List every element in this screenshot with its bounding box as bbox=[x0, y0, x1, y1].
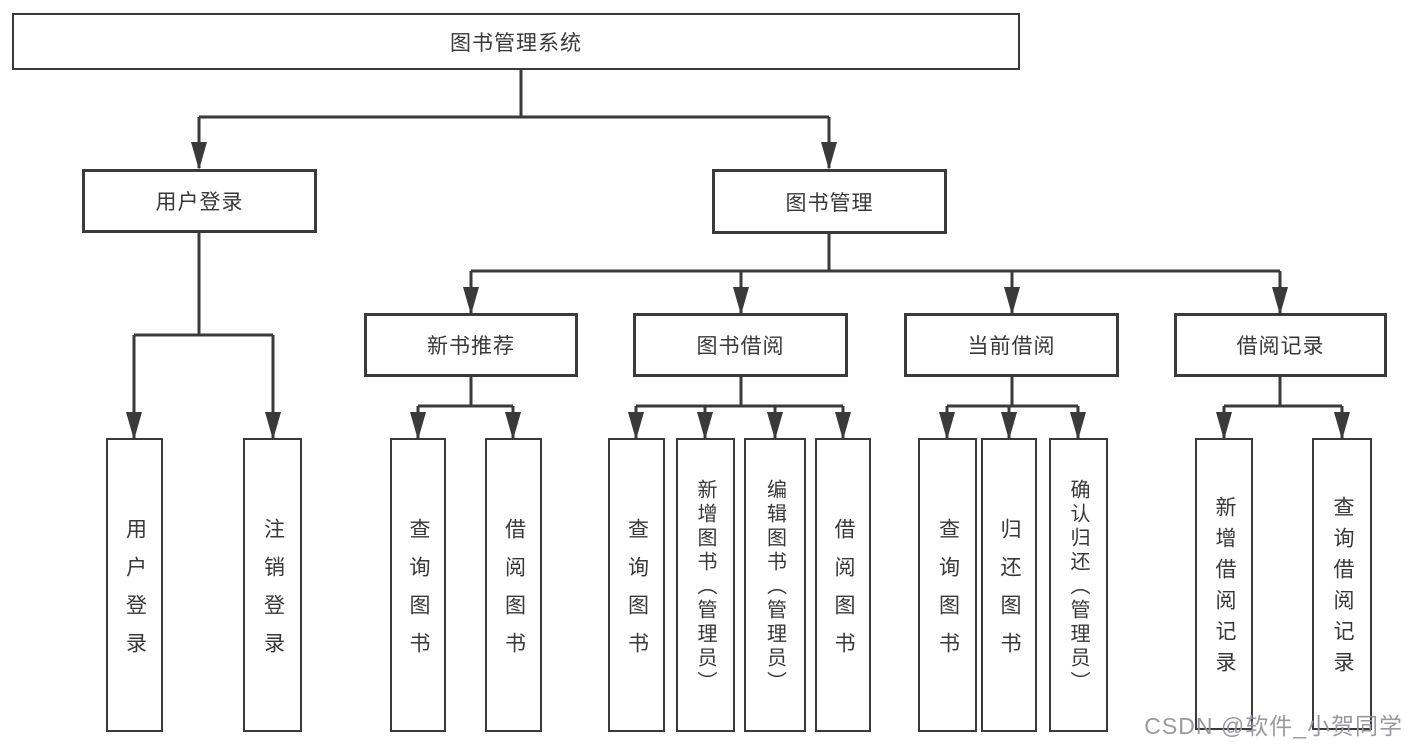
leaf-user-login-label: 用户登录 bbox=[123, 517, 147, 670]
node-book-management: 图书管理 bbox=[712, 169, 947, 234]
leaf-return-books-label: 归还图书 bbox=[998, 517, 1021, 670]
node-new-book-recommend-label: 新书推荐 bbox=[427, 335, 515, 358]
node-current-borrowing-label: 当前借阅 bbox=[967, 335, 1056, 358]
leaf-query-books-current: 查询图书 bbox=[918, 438, 977, 732]
leaf-confirm-return-admin: 确认归还（管理员） bbox=[1049, 438, 1108, 732]
node-user-login: 用户登录 bbox=[82, 169, 317, 233]
leaf-add-borrow-record: 新增借阅记录 bbox=[1195, 438, 1253, 730]
leaf-query-books-recommend: 查询图书 bbox=[390, 438, 446, 732]
leaf-add-borrow-record-label: 新增借阅记录 bbox=[1213, 496, 1236, 682]
leaf-return-books: 归还图书 bbox=[981, 438, 1037, 732]
node-book-borrowing-label: 图书借阅 bbox=[696, 335, 785, 358]
arrowheads bbox=[126, 142, 1350, 440]
node-new-book-recommend: 新书推荐 bbox=[364, 313, 578, 377]
leaf-add-books-admin-label: 新增图书（管理员） bbox=[694, 479, 716, 695]
leaf-query-borrow-record: 查询借阅记录 bbox=[1312, 438, 1372, 730]
node-user-login-label: 用户登录 bbox=[155, 191, 244, 214]
leaf-borrow-books-recommend-label: 借阅图书 bbox=[502, 517, 526, 670]
node-library-system: 图书管理系统 bbox=[12, 13, 1020, 70]
leaf-query-borrow-record-label: 查询借阅记录 bbox=[1331, 496, 1354, 682]
leaf-borrow-books: 借阅图书 bbox=[815, 438, 871, 732]
csdn-watermark: CSDN @软件_小贺同学 bbox=[1144, 713, 1403, 739]
leaf-borrow-books-label: 借阅图书 bbox=[832, 517, 855, 670]
leaf-query-books-recommend-label: 查询图书 bbox=[407, 517, 430, 670]
node-borrow-records-label: 借阅记录 bbox=[1236, 335, 1325, 358]
edges bbox=[132, 70, 1344, 438]
leaf-query-books-current-label: 查询图书 bbox=[936, 517, 960, 670]
leaf-query-books-borrowing-label: 查询图书 bbox=[625, 517, 649, 670]
leaf-user-login: 用户登录 bbox=[106, 438, 163, 732]
leaf-logout-label: 注销登录 bbox=[261, 517, 285, 670]
leaf-edit-books-admin: 编辑图书（管理员） bbox=[744, 438, 806, 732]
leaf-borrow-books-recommend: 借阅图书 bbox=[485, 438, 542, 732]
leaf-add-books-admin: 新增图书（管理员） bbox=[676, 438, 735, 732]
node-library-system-label: 图书管理系统 bbox=[450, 31, 582, 55]
leaf-edit-books-admin-label: 编辑图书（管理员） bbox=[763, 479, 786, 695]
leaf-confirm-return-admin-label: 确认归还（管理员） bbox=[1067, 479, 1089, 695]
node-book-borrowing: 图书借阅 bbox=[633, 313, 848, 377]
leaf-logout: 注销登录 bbox=[243, 438, 302, 732]
node-borrow-records: 借阅记录 bbox=[1174, 313, 1387, 377]
node-book-management-label: 图书管理 bbox=[785, 191, 874, 215]
leaf-query-books-borrowing: 查询图书 bbox=[608, 438, 665, 732]
node-current-borrowing: 当前借阅 bbox=[904, 313, 1119, 377]
